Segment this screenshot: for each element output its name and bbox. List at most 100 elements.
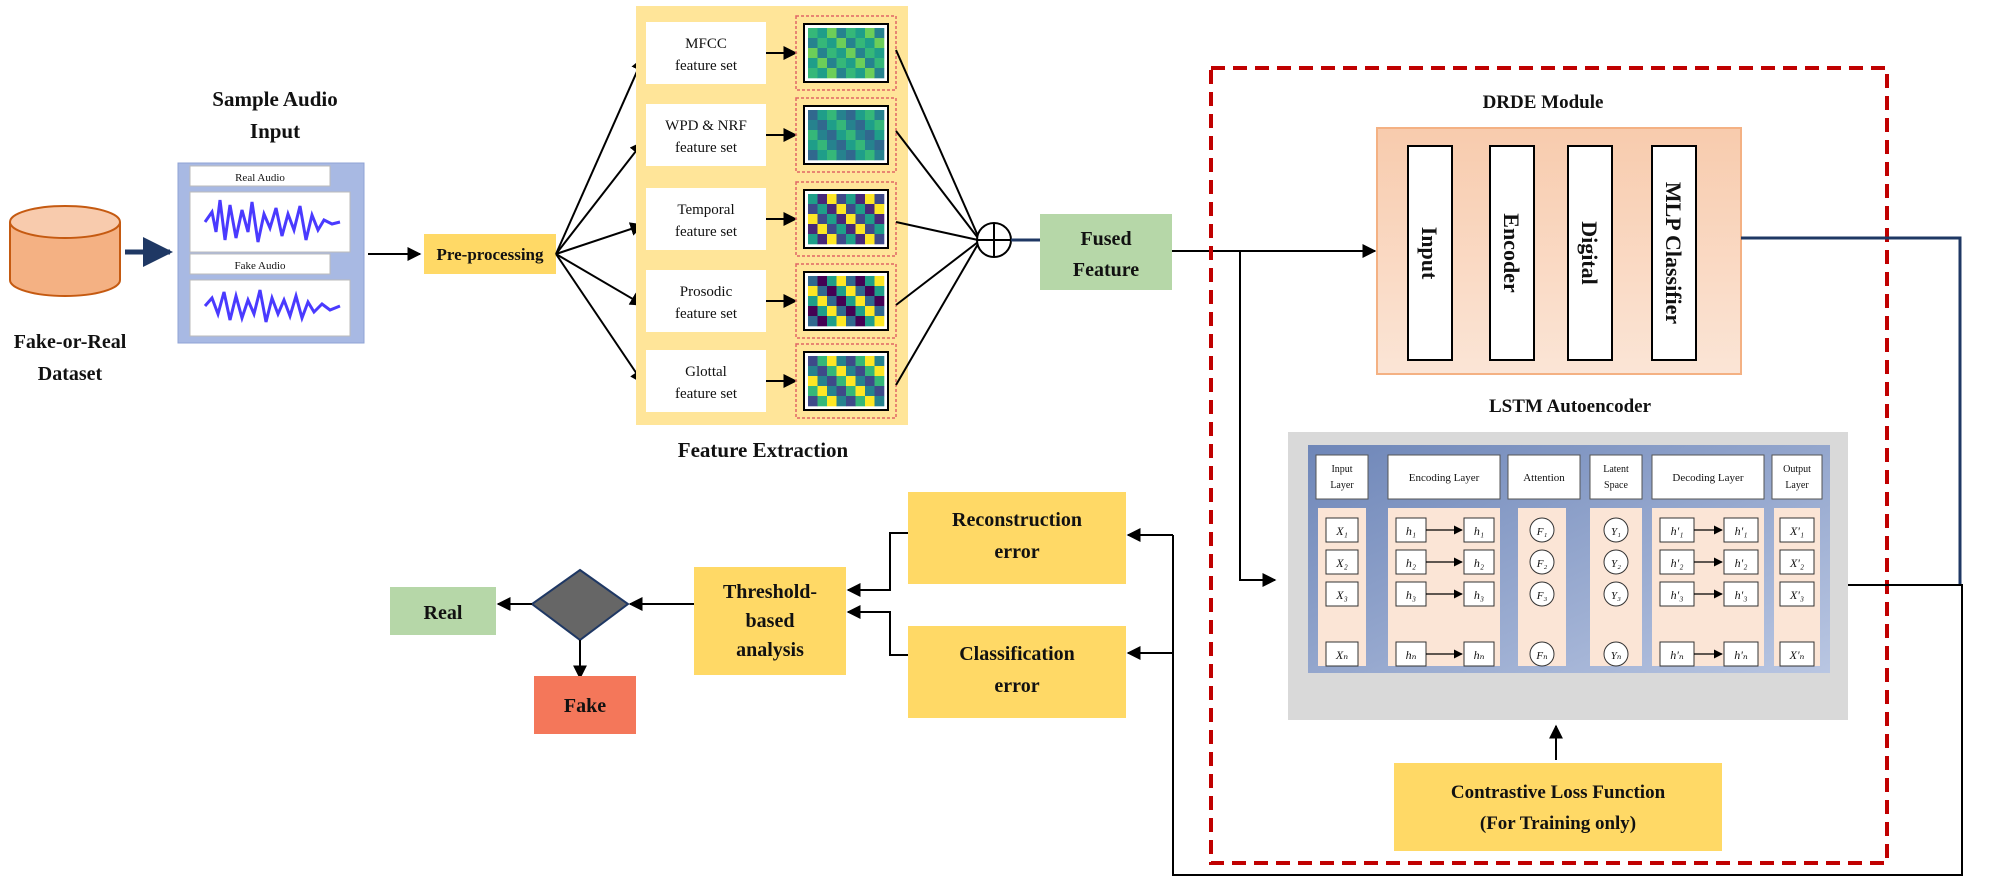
lstm-header-box (1315, 454, 1369, 500)
heatmap-cell (846, 58, 856, 69)
heatmap-cell (817, 296, 828, 307)
fake-output-box (534, 676, 636, 734)
lstm-node-label: h'₂ (1671, 556, 1684, 570)
feature-name-line2: feature set (675, 140, 738, 156)
feature-name-line2: feature set (675, 386, 738, 402)
heatmap-cell (846, 68, 856, 79)
heatmap-cell (836, 286, 847, 297)
heatmap-cell (836, 110, 847, 121)
heatmap-cell (855, 214, 866, 225)
heatmap-cell (874, 110, 885, 121)
lstm-header-label: Output (1783, 464, 1811, 475)
heatmap-cell (827, 194, 837, 205)
lstm-output-lines (1126, 528, 1963, 876)
lstm-header-label: Input (1331, 464, 1352, 475)
heatmap-cell (855, 150, 866, 161)
heatmap-cell (865, 224, 875, 235)
heatmap-cell (808, 366, 818, 377)
reconstruction-line2: error (994, 541, 1039, 563)
heatmap-cell (836, 356, 847, 367)
feature-label-box (646, 22, 766, 84)
heatmap-cell (874, 366, 885, 377)
heatmap-cell (817, 306, 828, 317)
heatmap-cell (836, 38, 847, 49)
heatmap-cell (865, 286, 875, 297)
heatmap-cell (836, 276, 847, 287)
lstm-node (1463, 549, 1495, 575)
heatmap-cell (817, 396, 828, 407)
heatmap-cell (846, 120, 856, 131)
lstm-node (1659, 641, 1695, 667)
lstm-node (1723, 517, 1759, 543)
feature-label-box (646, 350, 766, 412)
heatmap-cell (808, 386, 818, 397)
heatmap-cell (874, 28, 885, 39)
drde-block-label: Input (1417, 227, 1442, 280)
heatmap-cell (817, 48, 828, 59)
dashed-module-container (1209, 66, 1889, 865)
lstm-node (1395, 581, 1427, 607)
heatmap-cell (817, 38, 828, 49)
heatmap-cell (865, 296, 875, 307)
lstm-node-label: X'₃ (1789, 588, 1804, 602)
heatmap-cell (865, 150, 875, 161)
feature-name-line2: feature set (675, 224, 738, 240)
heatmap-cell (855, 224, 866, 235)
heatmap-cell (846, 316, 856, 327)
heatmap-cell (846, 296, 856, 307)
threshold-line1: Threshold- (723, 581, 817, 603)
heatmap-cell (808, 234, 818, 245)
heatmap-cell (817, 214, 828, 225)
heatmap-cell (855, 68, 866, 79)
contrastive-line2: (For Training only) (1480, 813, 1636, 834)
heatmap-cell (855, 120, 866, 131)
heatmap-cell (846, 28, 856, 39)
lstm-header-box (1651, 454, 1765, 500)
lstm-node (1659, 549, 1695, 575)
heatmap-cell (874, 140, 885, 151)
heatmap-cell (836, 130, 847, 141)
heatmap-cell (846, 366, 856, 377)
fused-feature-box (1040, 214, 1172, 290)
lstm-node-circle (1603, 641, 1629, 667)
heatmap-cell (836, 28, 847, 39)
error-to-threshold-arrows (846, 532, 908, 656)
heatmap-cell (827, 376, 837, 387)
heatmap-frame (795, 15, 897, 91)
heatmap-cell (846, 48, 856, 59)
heatmap-cell (808, 194, 818, 205)
threshold-line2: based (746, 610, 795, 632)
heatmap-cell (874, 120, 885, 131)
heatmap-cell (865, 28, 875, 39)
heatmap-cell (808, 204, 818, 215)
lstm-node-label: Y₃ (1611, 590, 1621, 602)
drde-block-label: Encoder (1499, 213, 1524, 293)
lstm-node (1463, 641, 1495, 667)
heatmap-cell (855, 204, 866, 215)
heatmap-cell (817, 366, 828, 377)
lstm-header-box (1387, 454, 1501, 500)
lstm-node-circle (1603, 549, 1629, 575)
feature-name-line2: feature set (675, 58, 738, 74)
heatmap-cell (808, 356, 818, 367)
heatmap-cell (865, 194, 875, 205)
heatmap-cell (827, 120, 837, 131)
heatmap-cell (817, 194, 828, 205)
heatmap-cell (855, 316, 866, 327)
fake-audio-waveform (203, 289, 341, 324)
heatmap-cell (808, 68, 818, 79)
heatmap-cell (827, 356, 837, 367)
heatmap-cell (836, 194, 847, 205)
heatmap-cell (865, 140, 875, 151)
heatmap-cell (846, 286, 856, 297)
heatmap-cell (817, 204, 828, 215)
lstm-node-label: Y₂ (1611, 558, 1621, 570)
heatmap-cell (827, 140, 837, 151)
heatmap-cell (855, 376, 866, 387)
heatmap-cell (836, 316, 847, 327)
heatmap-cell (836, 120, 847, 131)
heatmap-cell (817, 376, 828, 387)
heatmap-cell (865, 38, 875, 49)
lstm-node (1659, 581, 1695, 607)
sample-audio-title-line2: Input (250, 119, 300, 143)
